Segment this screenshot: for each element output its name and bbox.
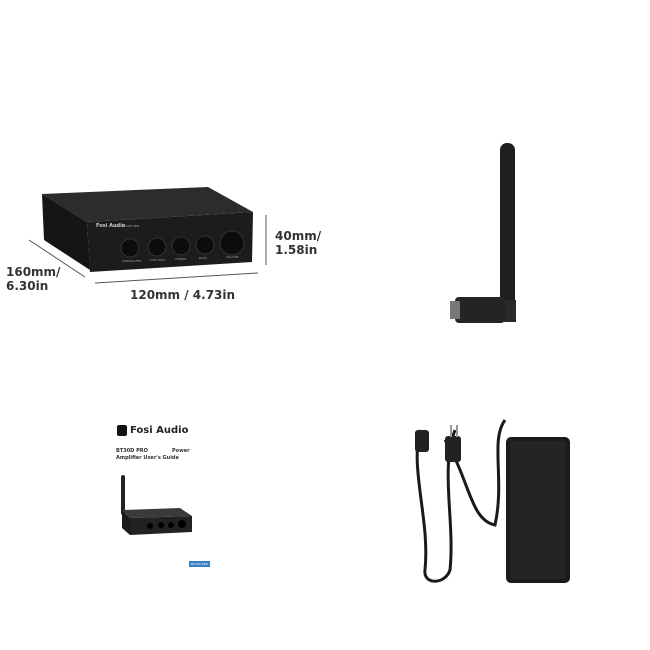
manual-subtitle: Amplifier User's Guide [116,455,179,461]
depth-label: 160mm/ 6.30in [6,265,60,293]
manual-title-right: Power [172,448,190,454]
height-mm: 40mm/ [275,229,322,243]
amplifier-brand: Fosi Audio [96,223,126,229]
manual-amp-drawing [121,475,192,535]
knob-label: SUBWOOFER [122,259,142,263]
user-manual-image: Fosi Audio BT30D PRO Power Amplifier Use… [100,410,250,580]
knob-label: BASS [199,256,207,260]
manual-badge: BT30D PRO [189,561,211,567]
knob-label: TREBLE [175,257,187,261]
manual-logo: Fosi Audio [117,425,188,436]
depth-in: 6.30in [6,279,49,293]
depth-mm: 160mm/ [6,265,61,279]
knob-label: SUB FREQ [150,258,166,262]
manual-brand: Fosi Audio [130,425,189,436]
fosi-logo-icon [117,425,127,436]
height-label: 40mm/ 1.58in [275,229,321,257]
height-in: 1.58in [275,243,318,257]
knob-label: VOLUME [226,255,239,259]
amplifier-model: BT30D PRO [122,224,140,228]
width-label: 120mm / 4.73in [130,288,236,302]
manual-title-left: BT30D PRO [116,448,148,454]
